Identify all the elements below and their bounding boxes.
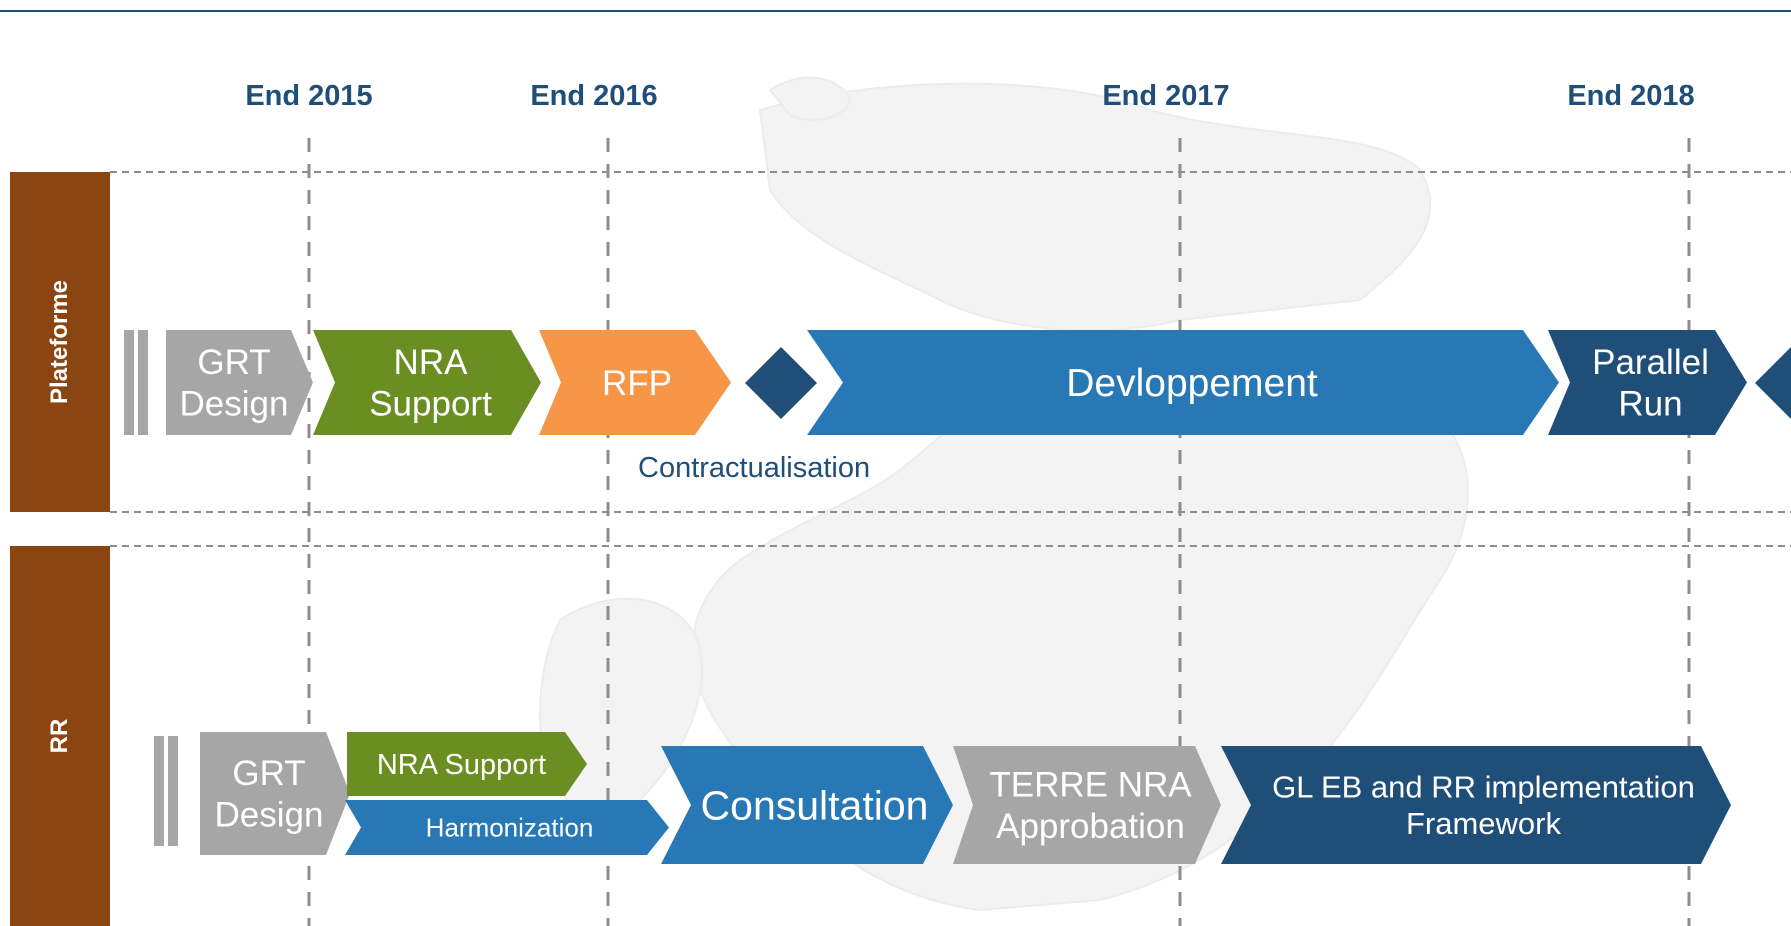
lane-label-rr: RR — [46, 718, 73, 754]
rr-phase-grt-design-shape — [200, 732, 350, 855]
lane-rr: RR — [10, 546, 110, 926]
milestone-label: End 2017 — [1102, 80, 1230, 112]
milestone-label: End 2015 — [245, 80, 373, 112]
rr-phase-consultation-shape — [661, 746, 953, 864]
phase-grt-design-shape — [166, 330, 313, 435]
rr-phase-terre-nra-approbation-label: Approbation — [996, 807, 1185, 846]
header-rule — [0, 10, 1791, 12]
stack-bar — [138, 330, 148, 435]
stack-bar — [124, 330, 134, 435]
contractualisation-label: Contractualisation — [638, 452, 870, 484]
phase-parallel-run-label: Parallel — [1592, 343, 1709, 382]
stack-bar — [168, 736, 178, 846]
rr-phase-gl-eb-rr-framework-label: Framework — [1406, 806, 1562, 841]
milestone-label: End 2018 — [1567, 80, 1695, 112]
rr-phase-gl-eb-rr-framework-label: GL EB and RR implementation — [1272, 770, 1695, 805]
rr-phase-terre-nra-approbation-shape — [953, 746, 1221, 864]
rr-phase-terre-nra-approbation-label: TERRE NRA — [989, 766, 1192, 805]
phase-nra-support-label: Support — [369, 384, 492, 423]
lane-label-plateforme: Plateforme — [46, 279, 73, 405]
rr-phase-consultation-label: Consultation — [701, 782, 929, 828]
phase-devloppement-label: Devloppement — [1066, 362, 1318, 405]
rr-phase-harmonization-label: Harmonization — [426, 813, 594, 843]
phase-devloppement-shape — [807, 330, 1559, 435]
phase-grt-design-label: GRT — [197, 343, 270, 382]
rr-phase-nra-support-label: NRA Support — [377, 749, 546, 781]
stack-bar — [154, 736, 164, 846]
rr-phase-gl-eb-rr-framework-shape — [1221, 746, 1731, 864]
rr-phase-nra-support-shape — [347, 732, 587, 796]
phase-rfp-shape — [539, 330, 731, 435]
phase-nra-support-shape — [313, 330, 541, 435]
lane-plateforme: Plateforme — [10, 172, 110, 512]
rr-phase-grt-design-label: Design — [215, 795, 324, 834]
milestone-diamond — [745, 347, 817, 419]
phase-rfp-label: RFP — [602, 364, 672, 403]
phase-grt-design-label: Design — [180, 384, 289, 423]
milestone-diamond-end — [1755, 347, 1791, 419]
phase-parallel-run-shape — [1548, 330, 1747, 435]
rr-phase-harmonization-shape — [345, 800, 669, 855]
phase-parallel-run-label: Run — [1618, 384, 1682, 423]
milestone-label: End 2016 — [530, 80, 658, 112]
rr-phase-grt-design-label: GRT — [232, 754, 305, 793]
phase-nra-support-label: NRA — [394, 343, 469, 382]
lane-borders — [110, 171, 1791, 547]
